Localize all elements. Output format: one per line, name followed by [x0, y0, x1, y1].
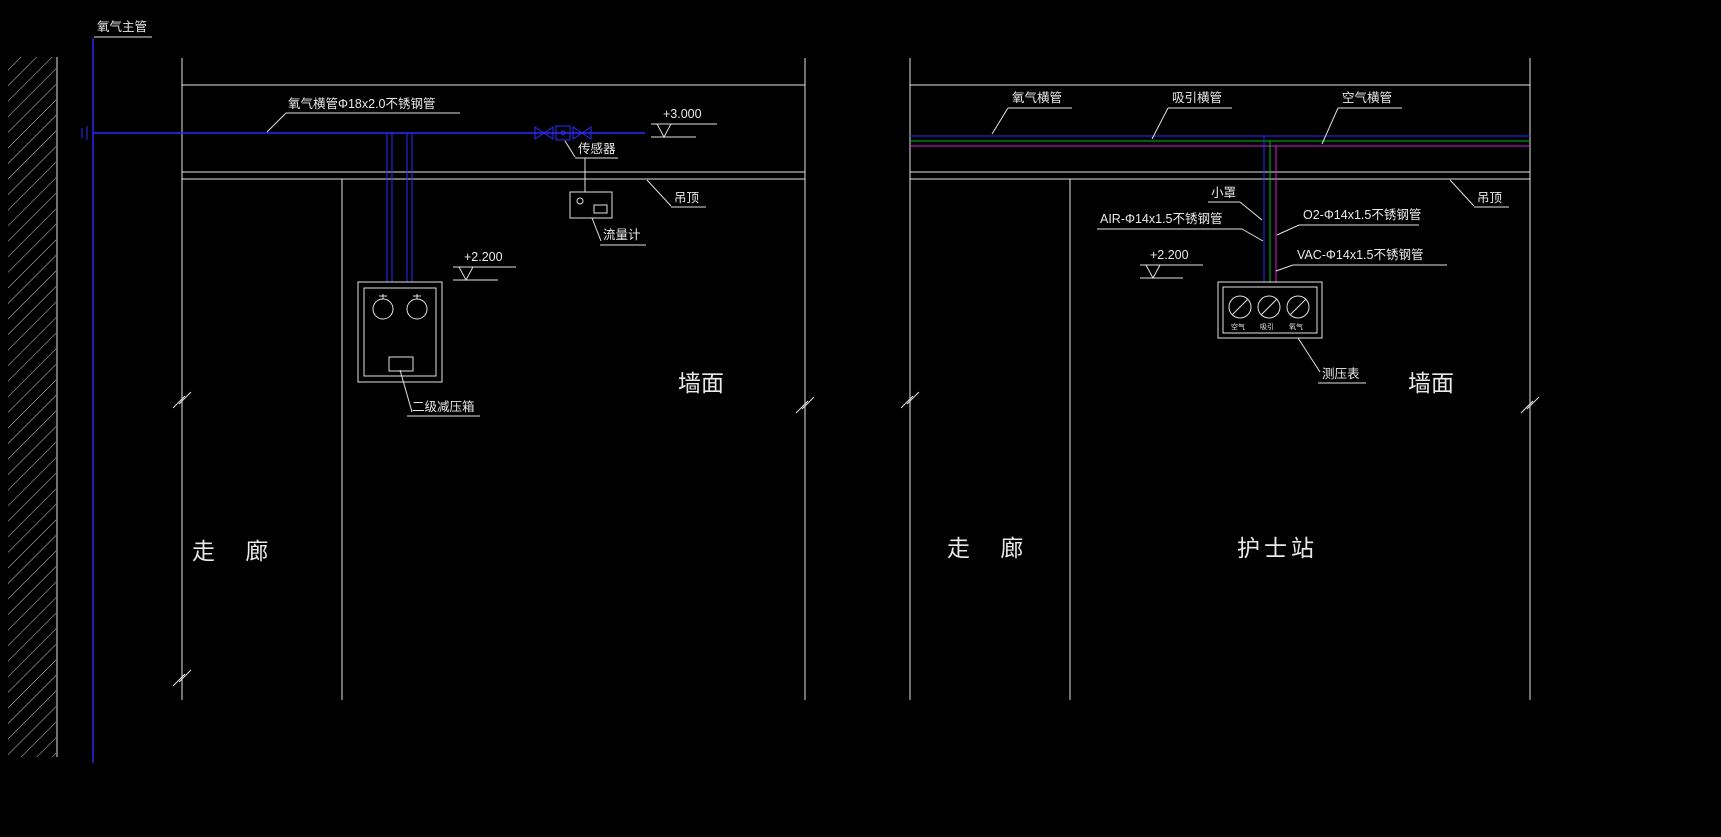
gas-terminal-box: 空气 吸引 氧气 [1217, 281, 1323, 339]
nurse-station-label: 护士站 [1237, 535, 1318, 561]
elevation-marker-2200-right: +2.200 [1140, 248, 1203, 280]
hatched-wall [8, 57, 58, 757]
elevation-triangle [458, 266, 474, 282]
flow-meter-body [569, 191, 613, 219]
pipe-spec-callout: 氧气横管Φ18x2.0不锈钢管 [266, 96, 460, 133]
sensor-dot [560, 130, 566, 136]
air-pipe-callout: 空气横管 [1321, 90, 1402, 145]
pressure-reducer-box: 二级减压箱 [357, 281, 480, 417]
valve-assembly [534, 125, 592, 141]
oxygen-main-label: 氧气主管 [97, 19, 147, 34]
leader-line [1449, 179, 1475, 207]
elevation-triangle [656, 123, 672, 139]
o2-spec-callout: O2-Φ14x1.5不锈钢管 [1276, 207, 1421, 236]
ceiling-label: 吊顶 [674, 191, 700, 205]
right-section-view: 氧气横管 吸引横管 空气横管 吊顶 小罩 AIR-Φ14x1.5 [900, 58, 1540, 700]
pressure-gauge-label: 测压表 [1322, 367, 1360, 381]
vac-spec-callout: VAC-Φ14x1.5不锈钢管 [1275, 247, 1447, 272]
leader-line [399, 369, 413, 413]
break-symbol [172, 669, 192, 687]
elevation-value: +2.200 [1150, 248, 1189, 262]
pressure-gauge-callout: 测压表 [1297, 337, 1366, 384]
valve-icon [572, 126, 592, 140]
reducer-outer-frame [357, 281, 443, 383]
sensor-callout: 传感器 [564, 140, 618, 192]
left-section-view: 传感器 流量计 氧气横管Φ18x2.0不锈钢管 +3.000 [93, 58, 815, 700]
valve-icon [534, 126, 554, 140]
flow-meter-display [593, 204, 608, 214]
ceiling-callout: 吊顶 [1449, 179, 1509, 208]
terminal-outer-frame [1217, 281, 1323, 339]
break-symbol [172, 391, 192, 409]
break-symbol [900, 391, 920, 409]
ceiling-label: 吊顶 [1477, 191, 1503, 205]
ceiling-callout: 吊顶 [646, 179, 706, 208]
pressure-gauge-dial [406, 298, 428, 320]
wall-hatch-fill [8, 57, 56, 757]
hood-callout: 小罩 [1208, 186, 1263, 221]
leader-line [646, 179, 672, 207]
leader-line [564, 140, 576, 158]
suction-pipe-label: 吸引横管 [1172, 90, 1222, 105]
reducer-inner-frame [363, 287, 437, 377]
wall-surface-label: 墙面 [678, 370, 724, 396]
oxygen-pipe-label: 氧气横管 [1012, 90, 1062, 105]
sensor-body [555, 125, 571, 141]
elevation-marker-2200-left: +2.200 [453, 250, 516, 282]
leader-line [1297, 337, 1321, 373]
pressure-gauge-dial [372, 298, 394, 320]
wall-surface-label: 墙面 [1408, 370, 1454, 396]
elevation-value: +2.200 [464, 250, 503, 264]
elevation-triangle [1145, 264, 1161, 280]
sensor-label: 传感器 [578, 141, 616, 156]
flow-meter-label: 流量计 [603, 228, 641, 242]
air-pipe-label: 空气横管 [1342, 90, 1392, 105]
pipe-spec-label: 氧气横管Φ18x2.0不锈钢管 [288, 96, 436, 111]
corridor-label: 走 廊 [947, 535, 1035, 561]
outlet-label-oxygen: 氧气 [1289, 322, 1303, 331]
leader-line [1241, 228, 1264, 242]
hood-label: 小罩 [1211, 186, 1236, 200]
outlet-label-air: 空气 [1231, 322, 1245, 331]
vac-spec-label: VAC-Φ14x1.5不锈钢管 [1297, 247, 1423, 262]
air-spec-callout: AIR-Φ14x1.5不锈钢管 [1097, 211, 1264, 242]
flow-meter-dial [576, 197, 584, 205]
leader-line [266, 112, 287, 133]
air-outlet-icon [1228, 295, 1252, 319]
oxygen-outlet-icon [1286, 295, 1310, 319]
air-spec-label: AIR-Φ14x1.5不锈钢管 [1100, 211, 1223, 226]
leader-line [1275, 264, 1294, 272]
gas-pipes [910, 135, 1530, 283]
suction-pipe-callout: 吸引横管 [1151, 90, 1232, 140]
leader-line [1239, 201, 1263, 221]
right-structure-lines [900, 58, 1540, 700]
flow-meter: 流量计 [569, 191, 646, 246]
break-symbol [1520, 396, 1540, 414]
left-oxygen-piping [93, 125, 645, 282]
oxygen-main-riser: 氧气主管 [81, 19, 152, 763]
elevation-value: +3.000 [663, 107, 702, 121]
leader-line [591, 217, 602, 242]
outlet-label-suction: 吸引 [1260, 322, 1274, 331]
o2-spec-label: O2-Φ14x1.5不锈钢管 [1303, 207, 1421, 222]
reducer-outlet-port [388, 356, 414, 372]
leader-line [1321, 107, 1339, 145]
leader-line [1276, 224, 1300, 236]
left-structure-lines [172, 58, 815, 700]
break-symbol [795, 396, 815, 414]
corridor-label: 走 廊 [192, 538, 280, 564]
reducer-label: 二级减压箱 [412, 399, 475, 414]
elevation-marker-3000: +3.000 [651, 107, 717, 139]
leader-line [991, 107, 1009, 135]
oxygen-pipe-callout: 氧气横管 [991, 90, 1072, 135]
leader-line [1151, 107, 1169, 140]
suction-outlet-icon [1257, 295, 1281, 319]
terminal-inner-frame [1222, 286, 1318, 334]
